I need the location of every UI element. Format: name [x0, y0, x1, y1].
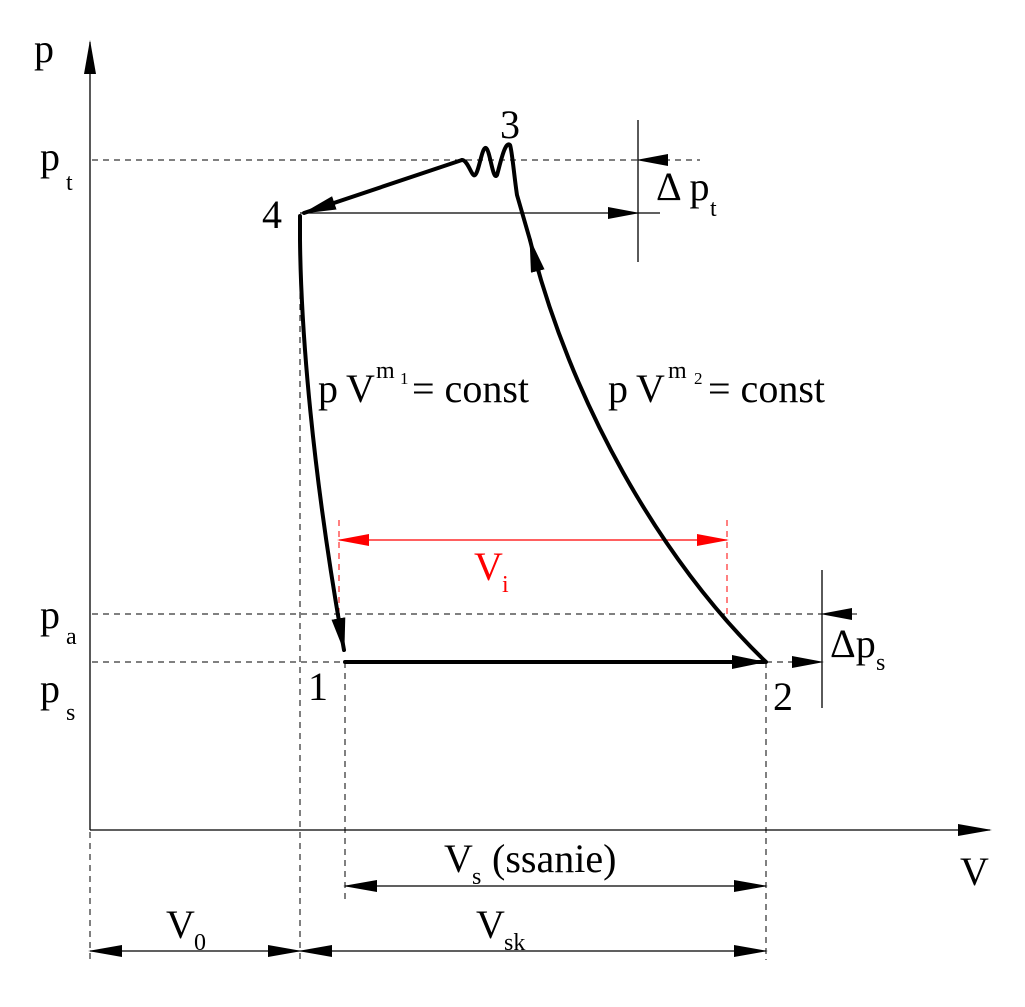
svg-text:s: s	[876, 650, 885, 676]
svg-text:p: p	[40, 134, 60, 179]
expansion-equation: p V m 1 = const	[318, 358, 529, 411]
svg-text:s: s	[66, 700, 75, 726]
svg-text:V: V	[476, 902, 505, 947]
svg-text:V: V	[636, 366, 665, 411]
svg-text:m: m	[668, 358, 687, 384]
ps-label: p s	[40, 666, 75, 726]
svg-text:V: V	[474, 544, 503, 589]
svg-text:V: V	[444, 836, 473, 881]
svg-text:i: i	[502, 572, 509, 598]
axes	[84, 40, 992, 836]
svg-text:(ssanie): (ssanie)	[492, 836, 616, 881]
v-axis-label: V	[960, 849, 989, 894]
pt-label: p t	[40, 134, 73, 196]
vi-label: V i	[474, 544, 509, 598]
svg-text:V: V	[346, 366, 375, 411]
p-axis-label: p	[34, 26, 54, 71]
svg-text:= const: = const	[412, 366, 529, 411]
svg-text:p: p	[40, 592, 60, 637]
svg-text:1: 1	[400, 369, 409, 388]
svg-text:V: V	[166, 902, 195, 947]
svg-text:p: p	[40, 666, 60, 711]
svg-text:= const: = const	[708, 366, 825, 411]
point-3-label: 3	[500, 102, 520, 147]
cycle-curve	[298, 142, 768, 669]
compression-equation: p V m 2 = const	[608, 358, 825, 411]
svg-text:p: p	[318, 366, 338, 411]
svg-text:Δp: Δp	[830, 621, 876, 666]
vsk-label: V sk	[476, 902, 525, 956]
pa-label: p a	[40, 592, 77, 650]
delta-pt-label: Δ p t	[656, 164, 717, 222]
svg-text:2: 2	[694, 369, 703, 388]
svg-text:Δ p: Δ p	[656, 164, 710, 209]
point-2-label: 2	[773, 674, 793, 719]
guide-lines	[89, 159, 858, 960]
point-1-label: 1	[308, 664, 328, 709]
svg-text:t: t	[710, 196, 717, 222]
delta-ps-label: Δp s	[830, 621, 885, 676]
svg-text:m: m	[376, 358, 395, 384]
svg-text:s: s	[472, 864, 481, 890]
svg-text:0: 0	[194, 930, 206, 956]
svg-text:t: t	[66, 170, 73, 196]
vs-label: V s (ssanie)	[444, 836, 616, 890]
v0-label: V 0	[166, 902, 206, 956]
svg-text:p: p	[608, 366, 628, 411]
svg-text:sk: sk	[504, 930, 525, 956]
point-4-label: 4	[262, 192, 282, 237]
svg-text:a: a	[66, 624, 77, 650]
